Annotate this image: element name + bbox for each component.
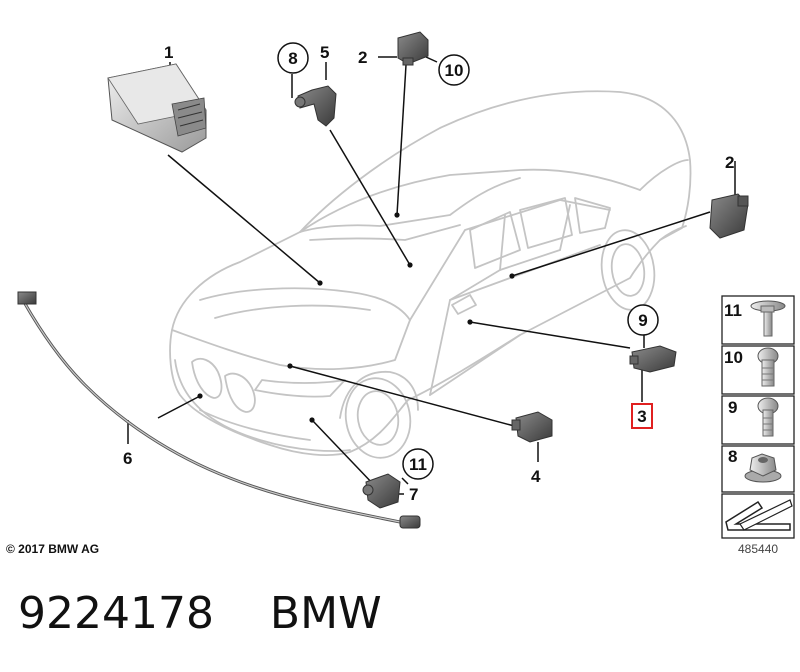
callout-8-circle	[277, 42, 309, 74]
leader-lines	[127, 56, 736, 495]
sensor-top-part	[397, 31, 429, 66]
callout-9: 9	[638, 311, 647, 330]
callout-labels: 1 5 2 2 4 6 7 8 10 9 11 3	[123, 42, 734, 504]
callout-10: 10	[445, 61, 464, 80]
key-label-11: 11	[724, 301, 742, 320]
sensor-side-part	[629, 345, 677, 373]
callout-1: 1	[164, 43, 173, 62]
nut-8-icon	[744, 453, 782, 483]
sensor-front-part	[511, 411, 553, 443]
callout-9-circle	[627, 304, 659, 336]
sensor-lower-part	[362, 473, 401, 509]
callout-6: 6	[123, 449, 132, 468]
car-outline	[169, 90, 692, 459]
copyright-notice: © 2017 BMW AG	[6, 542, 100, 556]
callout-3: 3	[637, 407, 646, 426]
sensor-right-part	[709, 193, 749, 239]
key-label-9: 9	[728, 398, 737, 417]
screw-10-icon	[757, 347, 779, 387]
key-label-10: 10	[724, 348, 743, 367]
callout-11: 11	[409, 455, 427, 474]
key-label-8: 8	[728, 447, 737, 466]
screw-9-icon	[757, 397, 779, 437]
callout-8: 8	[288, 49, 297, 68]
callout-7: 7	[409, 485, 418, 504]
callout-4: 4	[531, 467, 541, 486]
callout-2-right: 2	[725, 153, 734, 172]
diagram-reference-number: 485440	[738, 542, 779, 556]
callout-5: 5	[320, 43, 329, 62]
fastener-key-panel: 11 10 9 8	[721, 295, 795, 539]
screw-11-icon	[750, 300, 786, 337]
callout-11-circle	[402, 448, 434, 480]
callout-2-top: 2	[358, 48, 367, 67]
callout-10-circle	[438, 54, 470, 86]
control-unit-part	[107, 63, 207, 153]
callout-3-highlight	[631, 403, 653, 429]
cable-part	[17, 291, 421, 529]
part-number: 9224178	[18, 588, 214, 639]
brand-name: BMW	[269, 588, 382, 639]
arrow-symbol-icon	[725, 499, 793, 531]
bracket-sensor-part	[294, 85, 337, 127]
part-number-caption: 9224178 BMW	[18, 588, 382, 639]
